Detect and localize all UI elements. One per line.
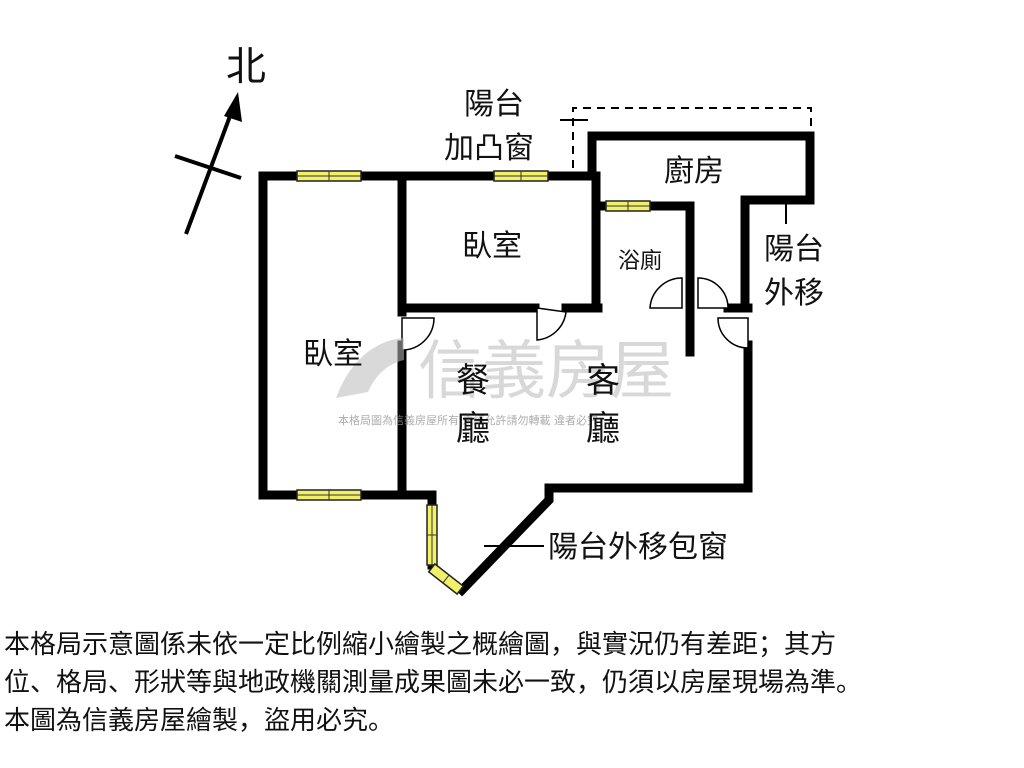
window-top-left bbox=[296, 170, 362, 182]
annotation-balcony-out-2: 外移 bbox=[764, 276, 824, 311]
window-bottom-left bbox=[296, 489, 362, 501]
svg-text:本格局圖為信義房屋所有 未經允許請勿轉載 違者必究: 本格局圖為信義房屋所有 未經允許請勿轉載 違者必究 bbox=[338, 413, 598, 427]
walls bbox=[258, 131, 815, 597]
disclaimer-line: 本圖為信義房屋繪製，盜用必究。 bbox=[4, 706, 395, 736]
room-bathroom: 浴廁 bbox=[618, 249, 662, 274]
north-label: 北 bbox=[226, 44, 266, 90]
room-bedroom-left: 臥室 bbox=[303, 337, 363, 372]
window-balcony-vertical bbox=[426, 504, 438, 566]
watermark: 信義房屋 本格局圖為信義房屋所有 未經允許請勿轉載 違者必究 bbox=[336, 335, 674, 427]
windows bbox=[296, 170, 651, 596]
door-top-bedroom bbox=[536, 307, 567, 341]
disclaimer-line: 本格局示意圖係未依一定比例縮小繪製之概繪圖，與實況仍有差距；其方 bbox=[4, 630, 837, 660]
annotation-balcony-bottom: 陽台外移包窗 bbox=[548, 530, 728, 565]
window-bathroom bbox=[605, 200, 651, 212]
floor-plan: 北 bbox=[174, 44, 824, 597]
room-bedroom-top: 臥室 bbox=[462, 229, 522, 264]
north-arrow-icon bbox=[224, 92, 242, 122]
bay-window-outline bbox=[572, 107, 812, 168]
disclaimer-line: 位、格局、形狀等與地政機關測量成果圖未必一致，仍須以房屋現場為準。 bbox=[4, 668, 863, 698]
room-kitchen: 廚房 bbox=[664, 154, 724, 189]
annotations: 陽台 加凸窗 陽台 外移 陽台外移包窗 bbox=[444, 87, 824, 565]
door-kitchen bbox=[697, 277, 729, 309]
disclaimer: 本格局示意圖係未依一定比例縮小繪製之概繪圖，與實況仍有差距；其方 位、格局、形狀… bbox=[4, 626, 1020, 740]
room-dining-2: 廳 bbox=[456, 409, 490, 449]
doors bbox=[401, 277, 749, 351]
annotation-balcony-bay-2: 加凸窗 bbox=[444, 131, 534, 166]
room-living-2: 廳 bbox=[586, 409, 620, 449]
annotation-balcony-bay-1: 陽台 bbox=[464, 87, 524, 122]
room-labels: 臥室 臥室 浴廁 廚房 餐 廳 客 廳 bbox=[303, 154, 724, 449]
compass: 北 bbox=[174, 44, 266, 235]
window-top-middle bbox=[493, 170, 549, 182]
room-living-1: 客 bbox=[586, 361, 620, 401]
room-dining-1: 餐 bbox=[456, 361, 490, 401]
svg-text:信義房屋: 信義房屋 bbox=[418, 335, 674, 409]
door-bathroom bbox=[649, 277, 683, 309]
door-left-bedroom bbox=[401, 317, 435, 351]
window-balcony-angled bbox=[427, 562, 465, 596]
brand-logo-icon bbox=[336, 338, 404, 398]
door-living-right bbox=[717, 317, 749, 349]
annotation-balcony-out-1: 陽台 bbox=[764, 232, 824, 267]
